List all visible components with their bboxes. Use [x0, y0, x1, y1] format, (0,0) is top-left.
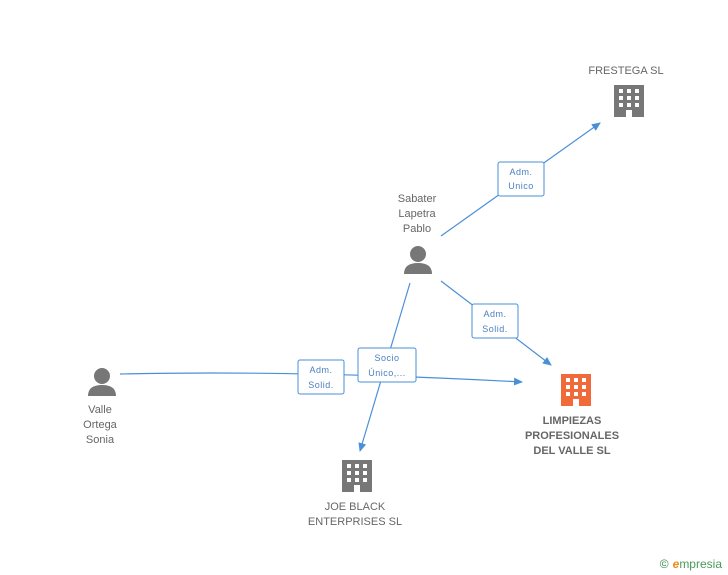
- edge-label-line: Adm.: [309, 365, 332, 375]
- node-label: Valle: [88, 404, 112, 416]
- node-label: ENTERPRISES SL: [308, 516, 402, 528]
- edge-label-line: Solid.: [308, 380, 334, 390]
- brand-logo[interactable]: ©empresia: [660, 557, 722, 571]
- edge-label-line: Adm.: [509, 167, 532, 177]
- node-frestega[interactable]: FRESTEGA SL: [588, 65, 664, 117]
- node-limpiezas[interactable]: LIMPIEZAS PROFESIONALES DEL VALLE SL: [525, 374, 619, 457]
- edge-label-sabater-frestega[interactable]: Adm. Unico: [497, 161, 545, 197]
- node-label: PROFESIONALES: [525, 430, 619, 442]
- node-label: Lapetra: [398, 208, 436, 220]
- building-icon: [561, 374, 591, 406]
- edge-label-line: Solid.: [482, 324, 508, 334]
- person-icon: [404, 246, 432, 274]
- node-label: Ortega: [83, 419, 118, 431]
- edge-label-sabater-limpiezas[interactable]: Adm. Solid.: [471, 303, 519, 339]
- node-label: FRESTEGA SL: [588, 65, 663, 77]
- node-label: Pablo: [403, 223, 431, 235]
- node-label: JOE BLACK: [325, 501, 386, 513]
- edge-label-line: Unico: [508, 181, 534, 191]
- node-sabater[interactable]: Sabater Lapetra Pablo: [398, 193, 437, 274]
- brand-initial: e: [672, 557, 680, 571]
- edge-label-sabater-joeblack[interactable]: Socio Único,...: [357, 347, 417, 383]
- node-label: Sabater: [398, 193, 437, 205]
- edge-label-line: Socio: [374, 353, 399, 363]
- edge-label-line: Único,...: [368, 368, 406, 378]
- node-valle[interactable]: Valle Ortega Sonia: [83, 368, 118, 446]
- node-joeblack[interactable]: JOE BLACK ENTERPRISES SL: [308, 460, 402, 528]
- copyright-icon: ©: [659, 557, 669, 571]
- node-label: DEL VALLE SL: [533, 445, 610, 457]
- brand-name: mpresia: [679, 557, 722, 571]
- building-icon: [342, 460, 372, 492]
- person-icon: [88, 368, 116, 396]
- node-label: Sonia: [86, 434, 115, 446]
- node-label: LIMPIEZAS: [543, 415, 602, 427]
- edge-label-line: Adm.: [483, 309, 506, 319]
- edge-label-valle-limpiezas[interactable]: Adm. Solid.: [297, 359, 345, 395]
- building-icon: [614, 85, 644, 117]
